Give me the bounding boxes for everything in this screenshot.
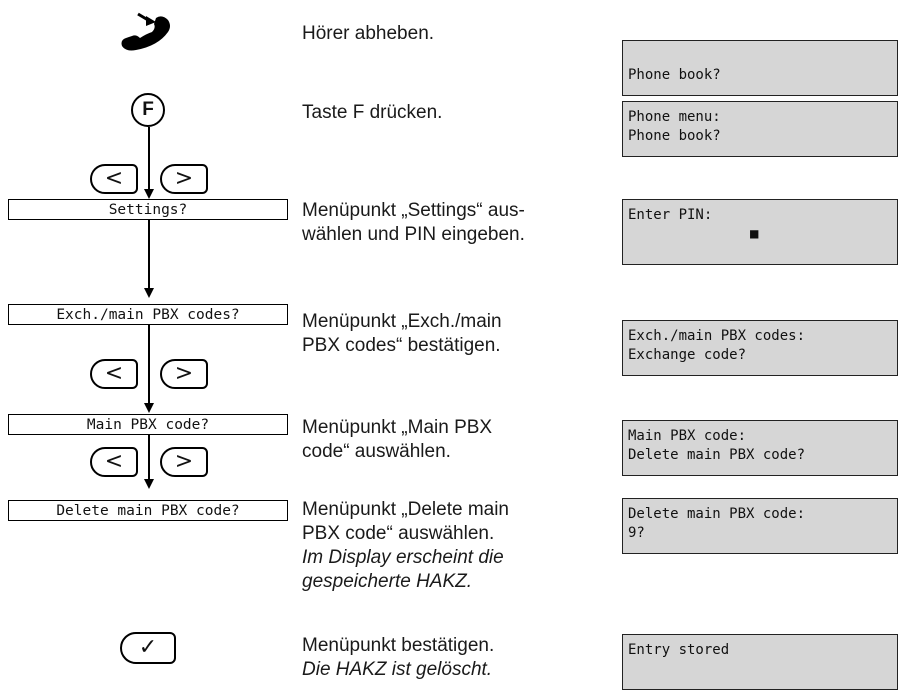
menu-main-pbx: Main PBX code? [8,414,288,435]
display-3: Enter PIN: ■ [622,199,898,265]
right-key-label: > [174,449,194,474]
menu-settings: Settings? [8,199,288,220]
display-1: Phone book? [622,40,898,96]
menu-delete: Delete main PBX code? [8,500,288,521]
ok-key[interactable]: ✓ [120,632,176,664]
step-7-text: Menüpunkt bestätigen.Die HAKZ ist gelösc… [302,635,495,680]
handset-icon [121,12,170,51]
right-key[interactable]: > [160,164,208,194]
f-key-label: F [142,99,154,120]
right-key-label: > [174,361,194,386]
right-key-3[interactable]: > [160,447,208,477]
menu-exch: Exch./main PBX codes? [8,304,288,325]
display-6: Delete main PBX code: 9? [622,498,898,554]
right-key-label: > [174,166,194,191]
step-2-text: Taste F drücken. [302,102,443,123]
right-key-2[interactable]: > [160,359,208,389]
left-key-label: < [104,361,124,386]
f-key[interactable]: F [131,93,165,127]
left-key-label: < [104,166,124,191]
display-4: Exch./main PBX codes: Exchange code? [622,320,898,376]
checkmark-icon: ✓ [138,635,158,660]
left-key-2[interactable]: < [90,359,138,389]
display-5: Main PBX code: Delete main PBX code? [622,420,898,476]
left-key-label: < [104,449,124,474]
step-3-text: Menüpunkt „Settings“ aus-wählen und PIN … [302,200,525,245]
display-2: Phone menu: Phone book? [622,101,898,157]
left-key-3[interactable]: < [90,447,138,477]
step-1-text: Hörer abheben. [302,23,435,44]
left-key[interactable]: < [90,164,138,194]
display-7: Entry stored [622,634,898,690]
